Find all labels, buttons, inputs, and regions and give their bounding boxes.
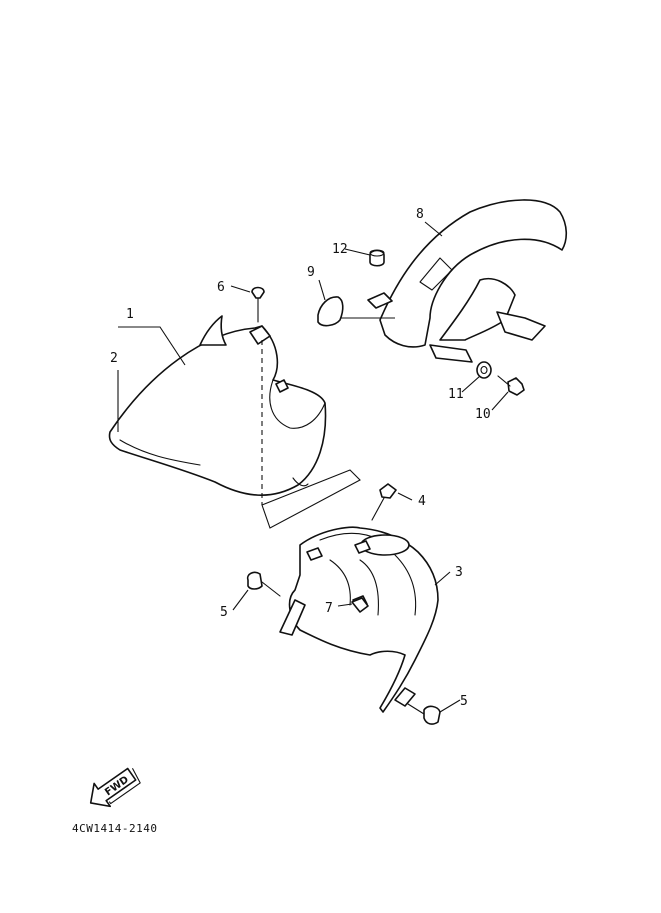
rear-fender (367, 199, 568, 363)
callout-11: 11 (448, 387, 464, 402)
callout-4: 4 (418, 494, 426, 509)
callout-7: 7 (325, 601, 333, 616)
callout-12: 12 (332, 242, 348, 257)
collar (476, 361, 492, 379)
nut-7 (351, 597, 369, 613)
callout-8: 8 (416, 207, 424, 222)
callout-labels: 1 2 6 12 9 8 11 10 4 3 5 7 5 (110, 207, 491, 709)
callout-3: 3 (455, 565, 463, 580)
callout-9: 9 (307, 265, 315, 280)
callout-2: 2 (110, 351, 118, 366)
front-fender-cover (108, 315, 327, 496)
reflector (317, 296, 344, 327)
screw-6 (251, 286, 265, 323)
inner-fender (279, 526, 439, 713)
callout-1: 1 (126, 307, 134, 322)
screw-4 (371, 483, 397, 521)
callout-6: 6 (217, 280, 225, 295)
bolt-5-right (407, 703, 441, 725)
callout-10: 10 (475, 407, 491, 422)
callout-5-right: 5 (460, 694, 468, 709)
bolt-5-left (246, 571, 281, 597)
diagram-code: 4CW1414-2140 (72, 822, 157, 835)
grommet (369, 249, 385, 267)
bolt-10 (497, 375, 525, 396)
fwd-arrow-icon: FWD (89, 767, 141, 808)
leader-lines (117, 221, 509, 713)
callout-5-left: 5 (220, 605, 228, 620)
